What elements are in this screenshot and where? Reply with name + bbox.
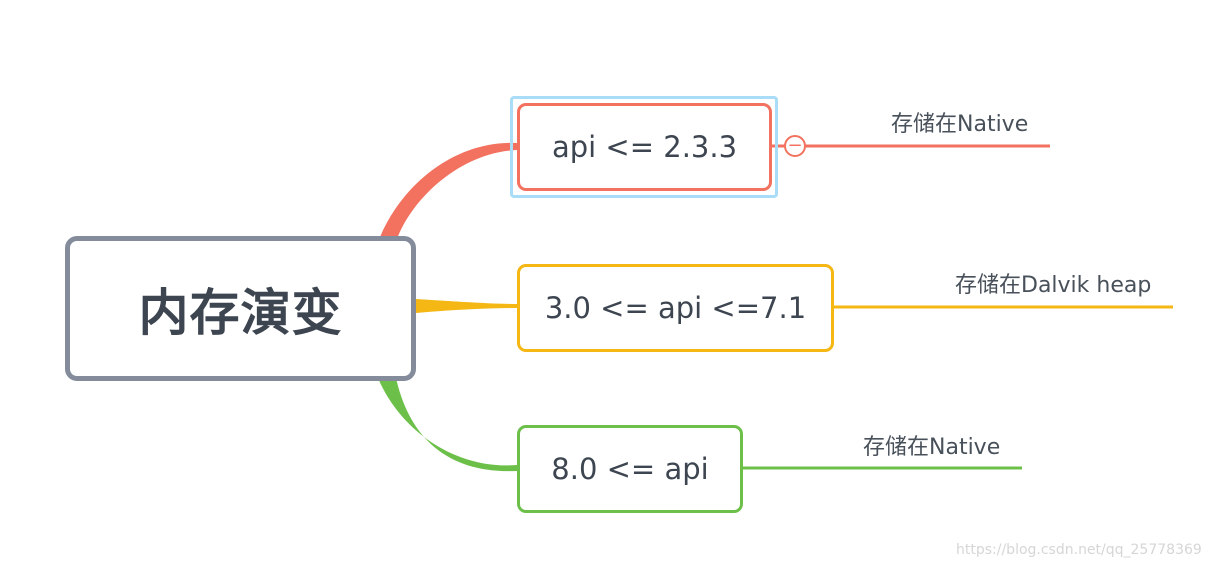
selection-outline bbox=[510, 96, 778, 198]
connector-branch-3 bbox=[378, 378, 517, 472]
branch-topic-2[interactable]: 3.0 <= api <=7.1 bbox=[517, 264, 834, 352]
leaf-topic-1[interactable]: 存储在Native bbox=[891, 112, 1029, 137]
branch-topic-1[interactable]: api <= 2.3.3 bbox=[517, 103, 772, 191]
connector-branch-1 bbox=[378, 142, 517, 242]
watermark: https://blog.csdn.net/qq_25778369 bbox=[956, 542, 1202, 558]
branch-topic-3[interactable]: 8.0 <= api bbox=[517, 425, 743, 513]
leaf-topic-2[interactable]: 存储在Dalvik heap bbox=[955, 273, 1152, 298]
leaf-topic-3[interactable]: 存储在Native bbox=[863, 435, 1001, 460]
central-topic[interactable]: 内存演变 bbox=[65, 236, 416, 381]
minus-circle-icon[interactable]: − bbox=[784, 135, 806, 157]
connector-branch-2 bbox=[416, 299, 517, 313]
